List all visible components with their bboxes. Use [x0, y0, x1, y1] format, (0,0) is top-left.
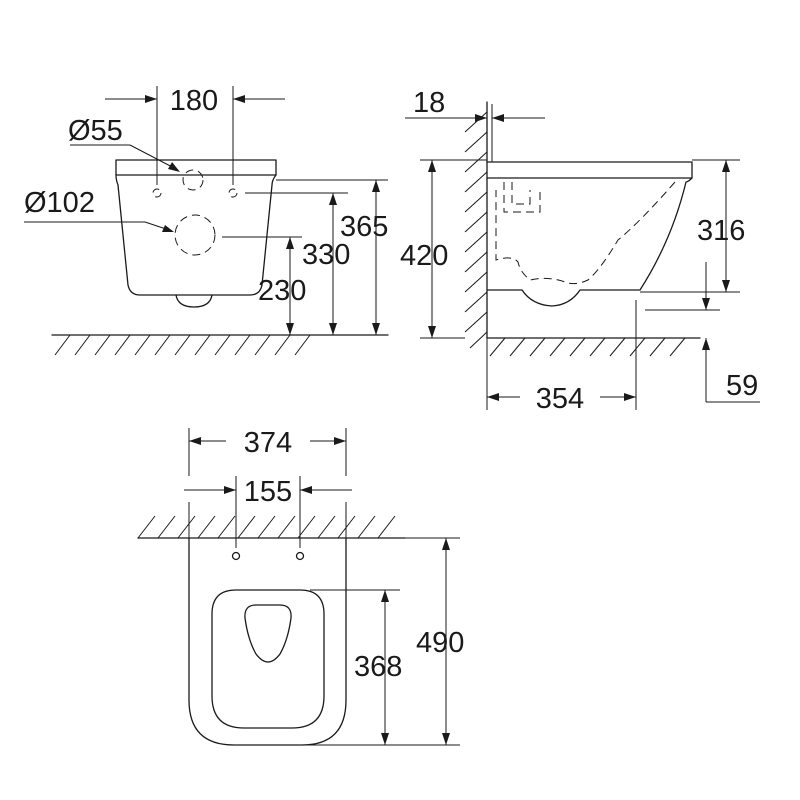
front-fixing-hole-left [152, 188, 162, 198]
plan-view: 374 155 368 490 [137, 427, 464, 746]
front-bowl-outline [115, 159, 277, 296]
side-wall-offset-label: 18 [413, 87, 445, 119]
front-top-height-label: 365 [340, 211, 388, 243]
front-waste-outlet [175, 294, 213, 308]
small-pipe-circle [182, 169, 204, 191]
side-bottom-clearance-label: 59 [726, 370, 758, 402]
side-bowl-outline [486, 161, 693, 307]
side-projection-label: 354 [536, 383, 584, 415]
front-waste-height-label: 230 [258, 275, 306, 307]
plan-fixing-hole-left [231, 551, 241, 561]
front-hole-spacing-label: 180 [170, 85, 218, 117]
small-pipe-diameter-label: Ø55 [68, 115, 123, 147]
side-internal-contour [495, 181, 676, 285]
side-floor-hatching [489, 337, 686, 357]
side-bowl-height-label: 316 [697, 215, 745, 247]
side-wall-hatching [464, 111, 488, 349]
plan-overall-length-label: 490 [416, 627, 464, 659]
plan-bowl-opening [244, 604, 292, 663]
plan-fixing-spacing-label: 155 [244, 476, 292, 508]
plan-seat-outline [211, 589, 325, 729]
front-view: 180 Ø55 Ø102 365 330 230 [24, 85, 389, 356]
plan-bowl-outline [188, 537, 347, 746]
front-fixing-hole-right [228, 188, 238, 198]
side-view: 18 420 316 59 354 [400, 87, 760, 415]
side-flush-pipe [503, 182, 541, 213]
large-pipe-diameter-label: Ø102 [24, 187, 95, 219]
side-overall-height-label: 420 [400, 240, 448, 272]
front-pipe-height-label: 330 [302, 239, 350, 271]
front-floor-hatching [54, 334, 311, 356]
plan-overall-width-label: 374 [244, 427, 292, 459]
plan-fixing-hole-right [295, 551, 305, 561]
plan-inner-length-label: 368 [354, 651, 402, 683]
large-pipe-circle [174, 214, 216, 256]
plan-wall-hatching [137, 515, 396, 539]
